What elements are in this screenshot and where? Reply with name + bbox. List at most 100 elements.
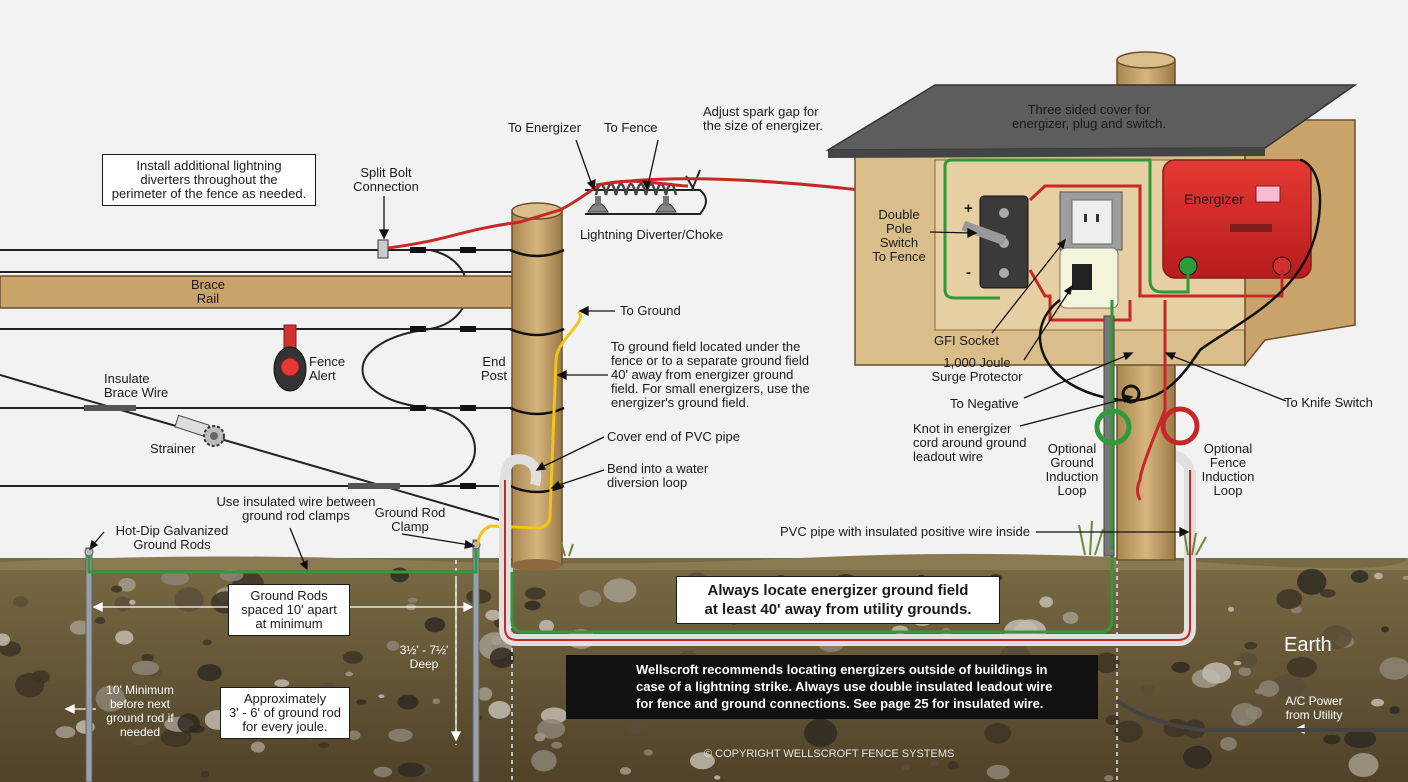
optional-ground-loop-label: Optional Ground Induction Loop	[1045, 441, 1099, 498]
insulate-brace-label: Insulate Brace Wire	[104, 371, 169, 400]
soil-stone	[188, 725, 205, 734]
soil-stone	[1348, 753, 1379, 777]
soil-stone	[930, 760, 940, 766]
soil-stone	[118, 578, 136, 592]
soil-stone	[356, 699, 367, 705]
soil-stone	[539, 619, 554, 633]
soil-stone	[1402, 575, 1408, 580]
end-post-label: End Post	[480, 354, 507, 383]
plus-sign: +	[964, 200, 973, 217]
strainer	[174, 414, 225, 447]
to-negative-label: To Negative	[950, 396, 1019, 411]
soil-stone	[1238, 666, 1252, 677]
to-fence-label: To Fence	[604, 120, 658, 135]
soil-stone	[1350, 570, 1369, 583]
soil-stone	[129, 599, 136, 605]
soil-stone	[200, 770, 210, 778]
soil-stone	[1389, 706, 1400, 715]
ground-rods	[84, 539, 481, 782]
split-bolt	[377, 239, 389, 259]
soil-stone	[197, 664, 222, 682]
bend-loop-label: Bend into a water diversion loop	[607, 461, 709, 490]
three-sided-label: Three sided cover for energizer, plug an…	[1012, 102, 1166, 131]
soil-stone	[1104, 775, 1114, 782]
soil-stone	[1321, 625, 1352, 649]
soil-stone	[1202, 662, 1231, 684]
soil-stone	[689, 752, 715, 770]
to-energizer-label: To Energizer	[508, 120, 581, 135]
soil-stone	[627, 719, 644, 734]
hot-dip-label: Hot-Dip Galvanized Ground Rods	[115, 523, 229, 552]
soil-stone	[489, 647, 515, 669]
soil-stone	[531, 750, 557, 772]
ten-minimum-label: 10' Minimum before next ground rod if ne…	[106, 683, 174, 739]
soil-stone	[274, 679, 290, 687]
ground-rod-clamp-label: Ground Rod Clamp	[374, 505, 446, 534]
soil-stone	[13, 596, 29, 607]
soil-stone	[643, 749, 653, 756]
soil-stone	[397, 694, 419, 710]
soil-stone	[525, 587, 546, 600]
soil-stone	[1276, 589, 1303, 609]
soil-stone	[114, 596, 131, 612]
soil-stone	[95, 616, 106, 625]
ground-rod-wire	[87, 548, 478, 574]
ac-power-label: A/C Power from Utility	[1285, 694, 1343, 722]
surge-protector	[1059, 247, 1119, 309]
soil-stone	[524, 600, 541, 611]
soil-stone	[1233, 661, 1242, 666]
pvc-pipe-label: PVC pipe with insulated positive wire in…	[780, 524, 1031, 539]
soil-stone	[131, 660, 159, 676]
soil-stone	[345, 671, 353, 677]
use-insulated-label: Use insulated wire between ground rod cl…	[216, 494, 376, 523]
soil-stone	[424, 617, 446, 633]
to-knife-switch-label: To Knife Switch	[1284, 395, 1373, 410]
soil-stone	[603, 578, 637, 603]
lightning-diverter-label: Lightning Diverter/Choke	[580, 227, 724, 242]
diverters-note: Install additional lightning diverters t…	[102, 154, 316, 206]
surge-label: 1,000 Joule Surge Protector	[931, 355, 1023, 384]
depth-label: 3½' - 7½' Deep	[399, 643, 449, 671]
soil-stone	[1374, 572, 1383, 580]
cover-wires	[943, 158, 1322, 402]
soil-stone	[407, 597, 418, 603]
soil-stone	[1297, 568, 1327, 595]
soil-stone	[342, 651, 363, 664]
always-locate-note: Always locate energizer ground field at …	[676, 576, 1000, 624]
ground-rods-spaced-note: Ground Rods spaced 10' apart at minimum	[228, 584, 350, 636]
knot-label: Knot in energizer cord around ground lea…	[913, 421, 1027, 464]
soil-stone	[1228, 606, 1234, 612]
soil-stone	[31, 670, 50, 684]
soil-stone	[1381, 626, 1389, 633]
soil-stone	[488, 701, 511, 719]
to-ground-label: To Ground	[620, 303, 681, 318]
fence-alert-light	[273, 324, 307, 392]
soil-stone	[378, 694, 385, 698]
soil-stone	[619, 767, 632, 775]
ground-field-label: To ground field located under the fence …	[611, 339, 810, 410]
soil-stone	[1323, 734, 1341, 745]
soil-stone	[476, 687, 493, 701]
cover-pvc-label: Cover end of PVC pipe	[607, 429, 740, 444]
soil-stone	[123, 724, 156, 746]
lightning-diverter	[585, 169, 707, 215]
soil-stone	[1371, 698, 1385, 707]
soil-stone	[0, 633, 10, 646]
soil-stone	[174, 587, 204, 612]
soil-stone	[1094, 652, 1120, 674]
energizer-label: Energizer	[1184, 191, 1244, 207]
pvc-pipe	[499, 420, 1196, 646]
soil-stone	[141, 654, 154, 662]
soil-stone	[984, 723, 1011, 744]
brace-rail-label: Brace Rail	[191, 277, 225, 306]
soil-stone	[485, 609, 501, 621]
soil-stone	[115, 630, 134, 645]
soil-stone	[318, 742, 329, 749]
soil-stone	[250, 741, 265, 753]
soil-stone	[1320, 589, 1336, 598]
soil-stone	[901, 764, 911, 771]
soil-stone	[95, 685, 126, 712]
soil-stone	[347, 730, 361, 741]
soil-stone	[388, 728, 413, 742]
